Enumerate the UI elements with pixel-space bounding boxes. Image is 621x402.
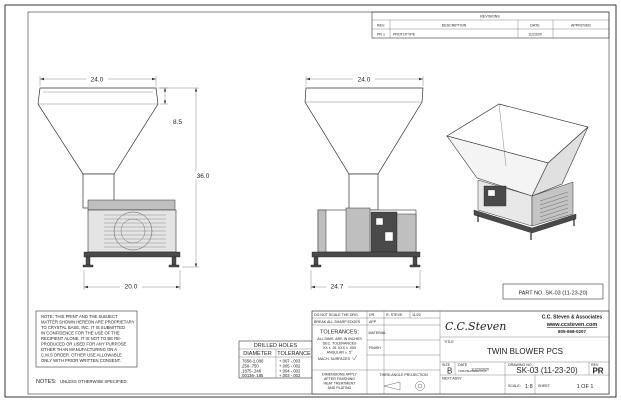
rev-header-rev: REV. — [377, 24, 385, 28]
tol-line-4: ANGULAR ± .5° — [327, 351, 353, 355]
break-edges: BREAK ALL SHARP EDGES — [314, 320, 361, 324]
dim-apply-2: AFTER FINISHING — [324, 377, 355, 381]
tol-line-1: ALL DIMS. ARE IN INCHES — [317, 337, 362, 341]
front-base-width-dim: 20.0 — [125, 284, 138, 291]
dim-apply-4: AND PLATING — [328, 386, 352, 390]
surface-finish-icon — [351, 354, 358, 361]
sheet-value: 1 OF 1 — [577, 384, 594, 390]
dim-apply-3: HEAT TREATMENT — [324, 382, 357, 386]
part-no: PART NO. SK-03 (11-23-20) — [519, 291, 588, 297]
scale-value: 1:8 — [525, 384, 533, 390]
next-assy-value: TWIN BLOWER PCS — [458, 369, 487, 373]
projection-cone-icon — [383, 381, 401, 391]
dr-value: R. STEVE — [386, 313, 403, 317]
revisions-table: REVISIONS REV. DESCRIPTION DATE APPROVED… — [371, 11, 610, 39]
third-angle-projection: THIRD ANGLE PROJECTION — [379, 373, 428, 377]
dim-apply-1: DIMENSIONS APPLY — [322, 373, 357, 377]
tol-line-3: XX ± .01 XXX ± .005 — [323, 346, 356, 350]
drilled-hole-tolerance: +.003 -.002 — [279, 373, 301, 378]
note-line-1: NOTE: THIS PRINT AND THE SUBJECT — [41, 314, 118, 319]
rev-value: PR — [592, 367, 603, 376]
size-value: B — [447, 367, 452, 376]
side-top-width-dim: 24.0 — [358, 77, 371, 84]
drilled-hole-diameter: .1875-.246 — [241, 369, 262, 374]
projection-circle-icon — [415, 381, 425, 391]
note-line-4: IN CONFIDENCE FOR THE USE OF THE — [41, 331, 120, 336]
dr-date: 11/20 — [412, 313, 421, 317]
note-line-7: OTHER THAN MANUFACTURING ON A — [41, 347, 117, 352]
rev-header-description: DESCRIPTION — [442, 24, 467, 28]
machined-surfaces: MACH. SURFACES — [318, 357, 351, 361]
front-height-dim: 36.0 — [197, 173, 210, 180]
title-block: DO NOT SCALE THE DRG. BREAK ALL SHARP ED… — [311, 310, 610, 395]
rev-header-date: DATE — [530, 24, 540, 28]
drilled-hole-diameter: .00136-.185 — [241, 373, 264, 378]
note-line-6: PRODUCED OR USED FOR ANY PURPOSE — [41, 342, 127, 347]
drilled-hole-tolerance: +.004 -.002 — [279, 369, 301, 374]
rev-row-description: PROTOTYPE — [393, 33, 416, 37]
isometric-view — [446, 103, 589, 240]
drawing-no-label: DRAWING NO. — [508, 363, 533, 367]
app-label: APP — [369, 320, 377, 324]
drilled-holes-title: DRILLED HOLES — [254, 343, 298, 349]
size-label: SIZE — [442, 363, 451, 367]
rev-row-rev: PR.1 — [377, 33, 385, 37]
drilled-hole-diameter: .7656-1.000 — [241, 359, 264, 364]
dr-label: DR — [369, 313, 375, 317]
finish-label: FINISH — [369, 346, 381, 350]
date-value: 11/23/2020 — [471, 368, 489, 372]
drilled-holes-header-diameter: DIAMETER — [243, 351, 271, 357]
part-no-box — [502, 283, 604, 300]
note-line-3: TO CRYSTAL BASE, INC. IT IS SUBMITTED — [41, 325, 125, 330]
note-line-5: RECIPIENT ALONE. IT IS NOT TO BE RE- — [41, 336, 122, 341]
outer-border — [4, 4, 617, 398]
note-line-2: MATTER SHOWN HEREON ARE PROPRIETARY — [41, 320, 135, 325]
rev-header-approved: APPROVED — [571, 24, 591, 28]
tol-line-2: DEC. TOLERANCES — [323, 342, 357, 346]
title-label: TITLE — [444, 340, 454, 344]
notes-label: NOTES: — [36, 379, 57, 385]
notes-value: UNLESS OTHERWISE SPECIFIED: — [60, 379, 128, 384]
drilled-hole-tolerance: +.005 -.002 — [279, 364, 301, 369]
drawing-title: TWIN BLOWER PCS — [487, 347, 563, 356]
drilled-hole-tolerance: +.007 -.003 — [279, 359, 301, 364]
material-label: MATERIAL — [369, 331, 387, 335]
drilled-holes-header-tolerance: TOLERANCE — [277, 351, 311, 357]
note-line-9: ONLY WITH PRIOR WRITTEN CONSENT. — [41, 358, 121, 363]
side-base-width-dim: 24.7 — [331, 284, 344, 291]
note-line-8: C.M.S ORDER. OTHER USE ALLOWABLE — [41, 353, 122, 358]
date-label: DATE — [458, 363, 468, 367]
side-view: 24.0 24.7 — [304, 75, 424, 291]
rev-label: REV — [591, 363, 599, 367]
next-assy-label: NEXT ASSY — [442, 377, 463, 381]
front-top-width-dim: 24.0 — [91, 77, 104, 84]
front-view: 24.0 8.5 36.0 20.0 — [37, 75, 213, 291]
drilled-holes-table: DRILLED HOLES DIAMETER TOLERANCE .7656-1… — [238, 340, 313, 379]
company-phone: 805-658-0207 — [558, 329, 587, 334]
note-box: NOTE: THIS PRINT AND THE SUBJECT MATTER … — [35, 310, 138, 368]
tolerances-label: TOLERANCES: — [320, 330, 359, 336]
drilled-hole-diameter: .250-.750 — [241, 364, 259, 369]
rev-row-date: 11/23/20 — [528, 33, 542, 37]
do-not-scale: DO NOT SCALE THE DRG. — [314, 313, 359, 317]
drawing-no-value: SK-03 (11-23-20) — [516, 366, 578, 375]
scale-label: SCALE: — [508, 384, 521, 388]
revisions-title: REVISIONS — [480, 15, 500, 19]
company-signature: C.C.Steven — [445, 320, 506, 333]
front-hopper-depth-dim: 8.5 — [173, 119, 182, 126]
company-name: C.C. Steven & Associates — [542, 315, 603, 321]
sheet-label: SHEET — [538, 384, 551, 388]
company-url: www.ccsteven.com — [546, 322, 598, 328]
